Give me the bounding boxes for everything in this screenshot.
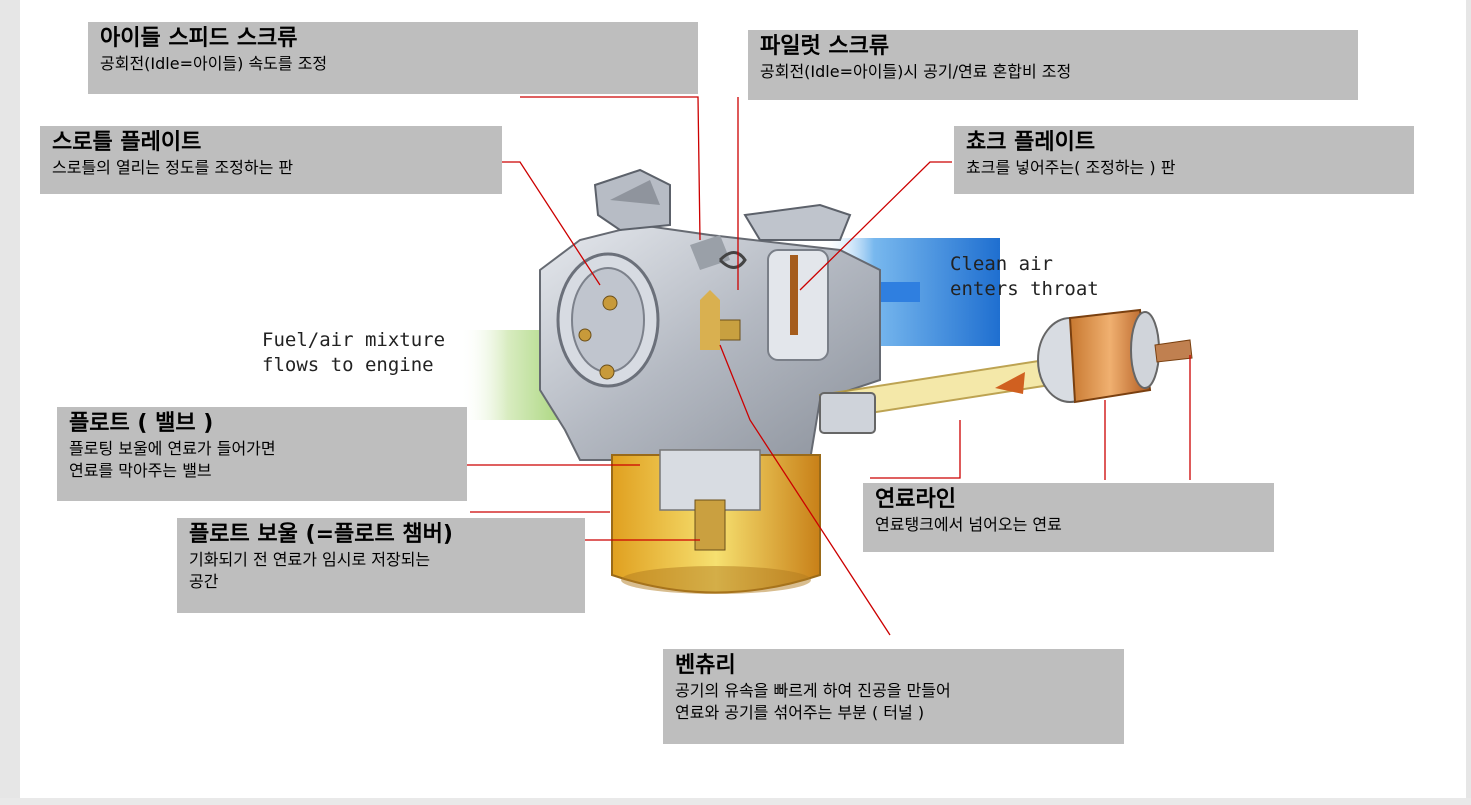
callout-title: 파일럿 스크류 [760, 34, 890, 59]
fuel-air-label: Fuel/air mixture flows to engine [262, 329, 446, 376]
slide-canvas: Clean air enters throat Fuel/air mixture… [20, 0, 1466, 798]
leader-venturi [719, 344, 891, 636]
callout-title: 플로트 보울 (=플로트 챔버) [189, 522, 453, 547]
callout-title: 연료라인 [875, 487, 956, 512]
leader-choke-plate [799, 161, 952, 291]
leader-fuel-line [870, 420, 961, 479]
callout-pilot-screw: 파일럿 스크류 공회전(Idle=아이들)시 공기/연료 혼합비 조정 [748, 30, 1358, 100]
clean-air-label: Clean air enters throat [950, 253, 1099, 300]
callout-title: 아이들 스피드 스크류 [100, 26, 298, 51]
callout-venturi: 벤츄리 공기의 유속을 빠르게 하여 진공을 만들어 연료와 공기를 섞어주는 … [663, 649, 1124, 744]
callout-desc: 연료탱크에서 넘어오는 연료 [875, 515, 1062, 534]
callout-throttle-plate: 스로틀 플레이트 스로틀의 열리는 정도를 조정하는 판 [40, 126, 502, 194]
callout-float-bowl: 플로트 보울 (=플로트 챔버) 기화되기 전 연료가 임시로 저장되는 공간 [177, 518, 585, 613]
leader-idle-speed-screw [520, 96, 701, 241]
callout-title: 벤츄리 [675, 653, 736, 678]
leader-lines [465, 96, 1191, 636]
callout-float-valve: 플로트 ( 밸브 ) 플로팅 보울에 연료가 들어가면 연료를 막아주는 밸브 [57, 407, 467, 501]
callout-desc: 공기의 유속을 빠르게 하여 진공을 만들어 연료와 공기를 섞어주는 부분 (… [675, 681, 951, 722]
callout-desc: 공회전(Idle=아이들)시 공기/연료 혼합비 조정 [760, 62, 1072, 81]
float-bowl-illustration [611, 449, 821, 594]
callout-desc: 플로팅 보울에 연료가 들어가면 연료를 막아주는 밸브 [69, 439, 276, 480]
callout-desc: 스로틀의 열리는 정도를 조정하는 판 [52, 158, 294, 177]
callout-desc: 공회전(Idle=아이들) 속도를 조정 [100, 54, 328, 73]
callout-choke-plate: 쵸크 플레이트 쵸크를 넣어주는( 조정하는 ) 판 [954, 126, 1414, 194]
callout-idle-speed-screw: 아이들 스피드 스크류 공회전(Idle=아이들) 속도를 조정 [88, 22, 698, 94]
carburetor-illustration [460, 96, 1193, 636]
window-bottom-edge [0, 798, 1471, 805]
fuel-arrow-icon [995, 372, 1025, 394]
callout-title: 플로트 ( 밸브 ) [69, 411, 214, 436]
leader-throttle-plate [500, 161, 601, 286]
callout-fuel-line: 연료라인 연료탱크에서 넘어오는 연료 [863, 483, 1274, 552]
fuel-line-illustration [818, 308, 1193, 434]
callout-desc: 기화되기 전 연료가 임시로 저장되는 공간 [189, 550, 431, 591]
carburetor-body [539, 168, 881, 461]
callout-title: 스로틀 플레이트 [52, 130, 202, 155]
callout-title: 쵸크 플레이트 [966, 130, 1096, 155]
callout-desc: 쵸크를 넣어주는( 조정하는 ) 판 [966, 158, 1176, 177]
